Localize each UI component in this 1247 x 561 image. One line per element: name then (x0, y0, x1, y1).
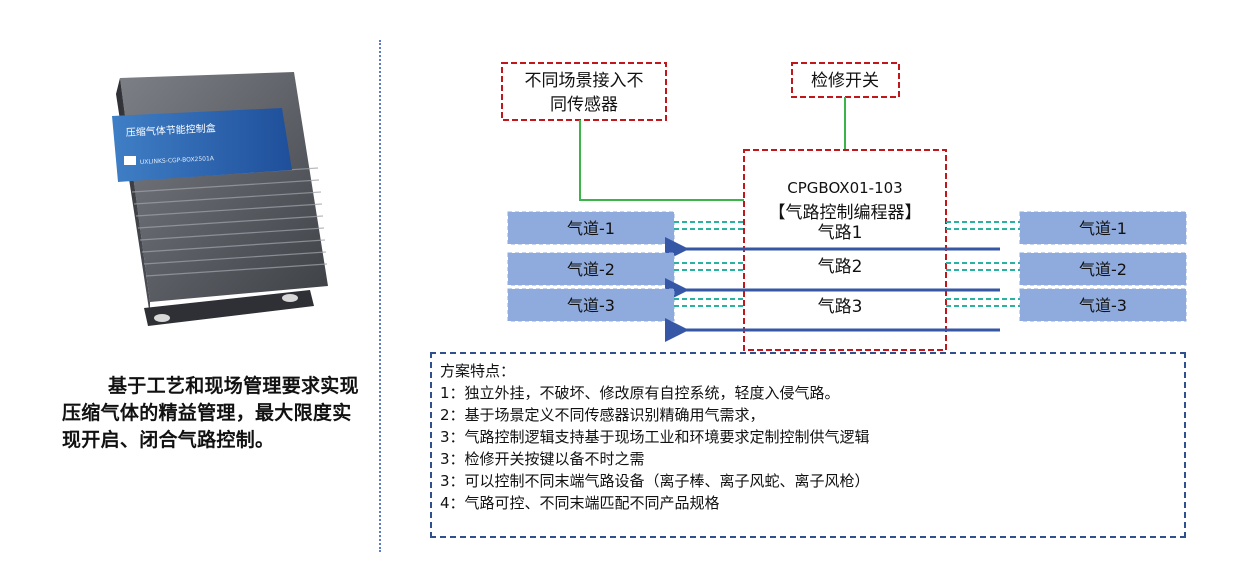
left-duct-3 (507, 288, 675, 322)
route-label-3: 气路3 (818, 297, 863, 317)
right-duct-3 (1019, 288, 1187, 322)
sensor-box-line2: 同传感器 (550, 95, 618, 115)
maintenance-switch-label: 检修开关 (811, 71, 879, 91)
product-label-model: UXLINKS-CGP-BOX2501A (140, 155, 215, 166)
section-divider (379, 40, 381, 552)
solution-caption: 基于工艺和现场管理要求实现压缩气体的精益管理，最大限度实现开启、闭合气路控制。 (62, 375, 359, 451)
right-duct-label: 气道-1 (1079, 219, 1127, 238)
controller-box: CPGBOX01-103 【气路控制编程器】 (743, 149, 947, 351)
feature-item: 4：气路可控、不同末端匹配不同产品规格 (440, 494, 720, 512)
feature-item: 3：可以控制不同末端气路设备（离子棒、离子风蛇、离子风枪） (440, 472, 870, 490)
left-duct-label: 气道-3 (567, 296, 615, 315)
features-list: 1：独立外挂，不破坏、修改原有自控系统，轻度入侵气路。 2：基于场景定义不同传感… (440, 382, 1176, 514)
features-title: 方案特点： (440, 362, 516, 380)
features-box: 方案特点： 1：独立外挂，不破坏、修改原有自控系统，轻度入侵气路。 2：基于场景… (430, 352, 1186, 538)
route-label-1: 气路1 (818, 223, 863, 243)
left-duct-1 (507, 211, 675, 245)
left-duct-label: 气道-1 (567, 219, 615, 238)
feature-item: 3：气路控制逻辑支持基于现场工业和环境要求定制控制供气逻辑 (440, 428, 870, 446)
sensor-box: 不同场景接入不 同传感器 (501, 62, 667, 121)
control-box-photo: 压缩气体节能控制盒 UXLINKS-CGP-BOX2501A (112, 72, 328, 326)
right-duct-2 (1019, 252, 1187, 286)
feature-item: 1：独立外挂，不破坏、修改原有自控系统，轻度入侵气路。 (440, 384, 840, 402)
sensor-connector-line (579, 120, 744, 201)
controller-model: CPGBOX01-103 (787, 179, 902, 197)
route-label-2: 气路2 (818, 257, 863, 277)
brand-logo-icon (124, 156, 136, 165)
right-duct-label: 气道-3 (1079, 296, 1127, 315)
controller-name: 【气路控制编程器】 (769, 203, 922, 223)
right-duct-label: 气道-2 (1079, 260, 1127, 279)
feature-item: 2：基于场景定义不同传感器识别精确用气需求， (440, 406, 765, 424)
left-duct-label: 气道-2 (567, 260, 615, 279)
sensor-box-line1: 不同场景接入不 (525, 71, 644, 91)
maintenance-switch-box: 检修开关 (791, 62, 900, 98)
feature-item: 3：检修开关按键以备不时之需 (440, 450, 645, 468)
